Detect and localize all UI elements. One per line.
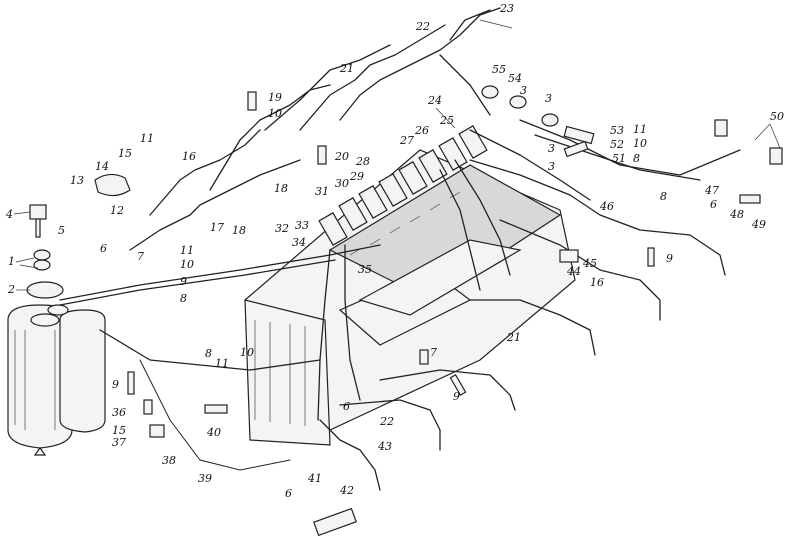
label-9c: 9 <box>112 378 119 391</box>
label-3d: 3 <box>548 160 555 173</box>
label-10b: 10 <box>268 107 282 120</box>
label-52: 52 <box>610 138 624 151</box>
label-3b: 3 <box>545 92 552 105</box>
label-10c: 10 <box>633 137 647 150</box>
label-11d: 11 <box>215 357 229 370</box>
label-27: 27 <box>399 134 414 147</box>
label-28: 28 <box>355 155 370 168</box>
label-39: 39 <box>198 472 212 485</box>
label-42: 42 <box>339 484 354 497</box>
label-45: 45 <box>582 257 597 270</box>
fuel-filter <box>7 281 106 456</box>
label-10: 10 <box>180 258 194 271</box>
label-29: 29 <box>349 170 364 183</box>
label-6: 6 <box>100 242 107 255</box>
label-16: 16 <box>182 150 196 163</box>
label-10d: 10 <box>240 346 254 359</box>
label-49: 49 <box>751 218 766 231</box>
injector-row <box>318 125 488 246</box>
label-21: 21 <box>339 62 354 75</box>
label-55: 55 <box>492 63 506 76</box>
engine-block <box>244 149 576 446</box>
label-15b: 15 <box>112 424 126 437</box>
label-17: 17 <box>210 221 224 234</box>
label-11c: 11 <box>633 123 647 136</box>
label-7b: 7 <box>430 346 437 359</box>
label-21b: 21 <box>506 331 521 344</box>
label-46: 46 <box>599 200 614 213</box>
label-4: 4 <box>5 208 13 221</box>
fittings <box>29 85 783 537</box>
label-19: 19 <box>268 91 282 104</box>
label-48: 48 <box>729 208 744 221</box>
label-18b: 18 <box>274 182 288 195</box>
label-47: 47 <box>704 184 719 197</box>
label-8d: 8 <box>205 347 212 360</box>
label-33: 33 <box>295 219 309 232</box>
label-50: 50 <box>770 110 784 123</box>
label-6d: 6 <box>710 198 717 211</box>
label-22: 22 <box>415 20 430 33</box>
label-16b: 16 <box>590 276 604 289</box>
label-11b: 11 <box>140 132 154 145</box>
label-9: 9 <box>180 275 187 288</box>
label-8c: 8 <box>660 190 667 203</box>
label-9d: 9 <box>453 390 460 403</box>
label-54: 54 <box>508 72 522 85</box>
label-1: 1 <box>8 255 15 268</box>
label-7: 7 <box>137 250 144 263</box>
label-13: 13 <box>70 174 84 187</box>
label-34: 34 <box>292 236 306 249</box>
label-41: 41 <box>307 472 322 485</box>
label-36: 36 <box>112 406 126 419</box>
label-26: 26 <box>414 124 429 137</box>
label-53: 53 <box>610 124 624 137</box>
label-3: 3 <box>520 84 527 97</box>
part-labels: 4 1 2 5 6 7 8 9 10 11 12 13 14 15 11 16 … <box>5 2 784 500</box>
label-31: 31 <box>315 185 329 198</box>
label-22b: 22 <box>379 415 394 428</box>
label-35: 35 <box>358 263 372 276</box>
label-30: 30 <box>335 177 349 190</box>
label-8b: 8 <box>633 152 640 165</box>
label-24: 24 <box>427 94 442 107</box>
label-40: 40 <box>206 426 221 439</box>
label-8: 8 <box>180 292 187 305</box>
label-32: 32 <box>275 222 289 235</box>
label-18: 18 <box>232 224 246 237</box>
label-12: 12 <box>110 204 124 217</box>
label-15: 15 <box>118 147 132 160</box>
label-37: 37 <box>112 436 126 449</box>
fuel-lines <box>59 7 741 491</box>
label-51: 51 <box>612 152 626 165</box>
label-23: 23 <box>499 2 514 15</box>
label-6c: 6 <box>343 400 350 413</box>
label-44: 44 <box>566 265 581 278</box>
label-38: 38 <box>162 454 176 467</box>
label-6b: 6 <box>285 487 292 500</box>
label-2: 2 <box>7 283 15 296</box>
label-20: 20 <box>334 150 349 163</box>
label-25: 25 <box>439 114 454 127</box>
label-43: 43 <box>377 440 392 453</box>
leader-lines <box>13 19 781 291</box>
label-3c: 3 <box>548 142 555 155</box>
label-5: 5 <box>58 224 65 237</box>
label-11: 11 <box>180 244 194 257</box>
label-9b: 9 <box>666 252 673 265</box>
label-14: 14 <box>95 160 109 173</box>
